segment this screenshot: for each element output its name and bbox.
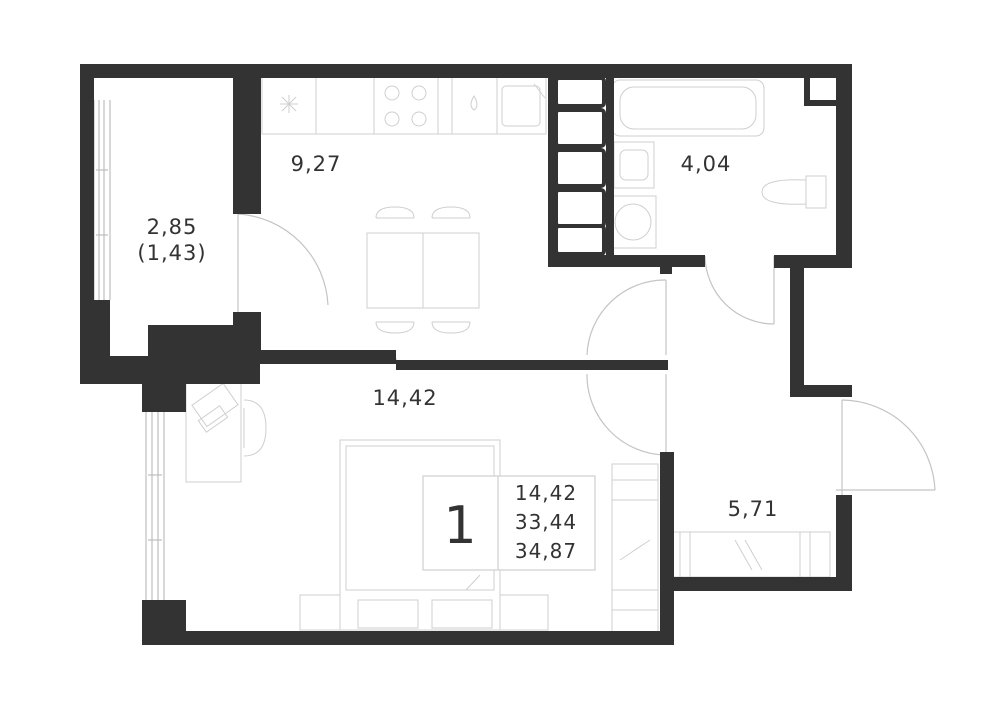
fridge-icon [280, 95, 298, 113]
total-area-with-loggia-value: 34,87 [515, 539, 577, 563]
bathroom-door [704, 255, 775, 325]
dining-table [366, 206, 480, 334]
hallway-area-label: 5,71 [728, 497, 779, 521]
wardrobe [611, 463, 659, 635]
room-count: 1 [443, 496, 476, 556]
toilet-icon [761, 175, 827, 209]
living-area-value: 14,42 [515, 481, 577, 505]
loggia-reduced-area-label: (1,43) [137, 241, 206, 265]
living-room-area-label: 14,42 [372, 386, 437, 410]
bathtub-icon [611, 79, 765, 137]
desk [185, 371, 267, 483]
water-drop-icon [470, 95, 478, 111]
loggia-door [237, 213, 329, 312]
bathroom-area-label: 4,04 [681, 152, 732, 176]
entrance-door [836, 399, 936, 495]
kitchen-sink-icon [501, 83, 546, 127]
total-area-value: 33,44 [515, 510, 577, 534]
ventilation-shafts [554, 76, 606, 256]
washbasin-icon [613, 141, 655, 189]
kitchen-area-label: 9,27 [291, 152, 342, 176]
kitchen-door [586, 279, 667, 356]
hallway-closet [669, 531, 831, 578]
summary-box: 1 14,42 33,44 34,87 [422, 475, 596, 571]
living-room-door [586, 373, 667, 456]
loggia-window [93, 100, 111, 300]
cooktop-icon [384, 85, 427, 127]
washing-machine-icon [609, 195, 657, 249]
living-room-window [145, 410, 165, 600]
loggia-area-label: 2,85 [147, 215, 198, 239]
